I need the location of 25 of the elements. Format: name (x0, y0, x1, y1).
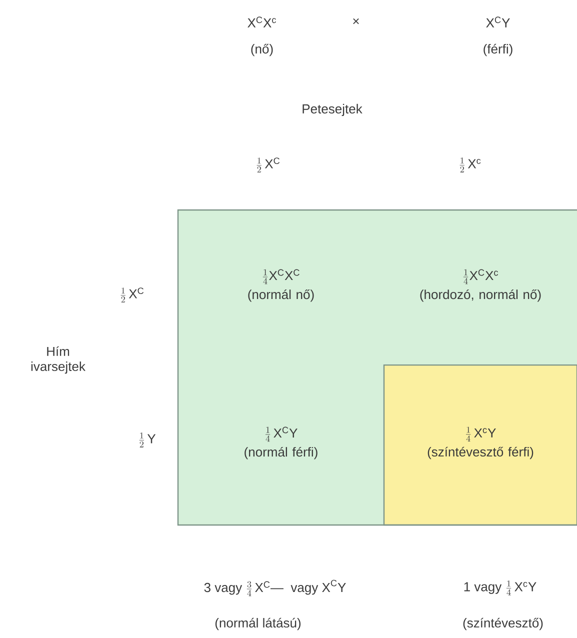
node-label: $\frac{1}{4}\mathsf{X}^{\mathsf{C}}\mathsf{X}^{\mathsf{C}}$ (262, 269, 300, 284)
gamete-label: $\mathsf{3\ vagy\ }\frac{3}{4}\,\mathsf{X}^{\mathsf{C}}\mathsf{—\ \ vagy\ X}^{\mathsf{C}}\mathsf{Y}$ (204, 580, 346, 596)
text-label: (színtévesztő) (463, 618, 543, 630)
punnett-cell: $\frac{1}{4}\,\mathsf{X}^{\mathsf{c}}\mathsf{Y}$ (színtévesztő férfi) (383, 364, 577, 526)
punnett-cell: $\frac{1}{4}\mathsf{X}^{\mathsf{C}}\mathsf{X}^{\mathsf{c}}$ (hordozó, normál nő) (384, 210, 577, 365)
punnett-cell: $\frac{1}{4}\mathsf{X}^{\mathsf{C}}\mathsf{X}^{\mathsf{C}}$ (normál nő) (178, 210, 384, 365)
punnett-cell: $\frac{1}{4}\,\mathsf{X}^{\mathsf{C}}\mathsf{Y}$ (normál férfi) (178, 365, 384, 525)
gamete-label: $\mathsf{X}^{\mathsf{C}}\mathsf{Y}$ (486, 16, 510, 28)
node-label: $\frac{1}{4}\,\mathsf{X}^{\mathsf{C}}\mathsf{Y}$ (265, 426, 298, 442)
text-label: (normál látású) (215, 618, 301, 630)
gamete-label: $\frac{1}{2}\,\mathsf{X}^{\mathsf{C}}$ (120, 288, 144, 302)
text-label: Petesejtek (302, 104, 362, 116)
gamete-label: $\frac{1}{2}\,\mathsf{X}^{\mathsf{C}}$ (256, 158, 280, 172)
node-label: (normál nő) (248, 289, 314, 302)
node-label: (hordozó, normál nő) (420, 289, 541, 302)
text-label: × (353, 18, 359, 24)
text-label: Hím ivarsejtek (31, 346, 86, 374)
node-label: $\frac{1}{4}\mathsf{X}^{\mathsf{C}}\mathsf{X}^{\mathsf{c}}$ (463, 269, 498, 284)
gamete-label: $\frac{1}{2}\,\mathsf{X}^{\mathsf{c}}$ (460, 157, 481, 172)
gamete-label: $\mathsf{X}^{\mathsf{C}}\mathsf{X}^{\mathsf{c}}$ (248, 16, 276, 28)
gamete-label: $\mathsf{1\ vagy\ }\frac{1}{4}\,\mathsf{X}^{\mathsf{c}}\mathsf{Y}$ (464, 580, 536, 596)
node-label: (normál férfi) (244, 446, 318, 460)
text-label: (férfi) (484, 44, 512, 56)
gamete-label: $\frac{1}{2}\,\mathsf{Y}$ (139, 432, 156, 448)
text-label: (nő) (251, 44, 273, 56)
